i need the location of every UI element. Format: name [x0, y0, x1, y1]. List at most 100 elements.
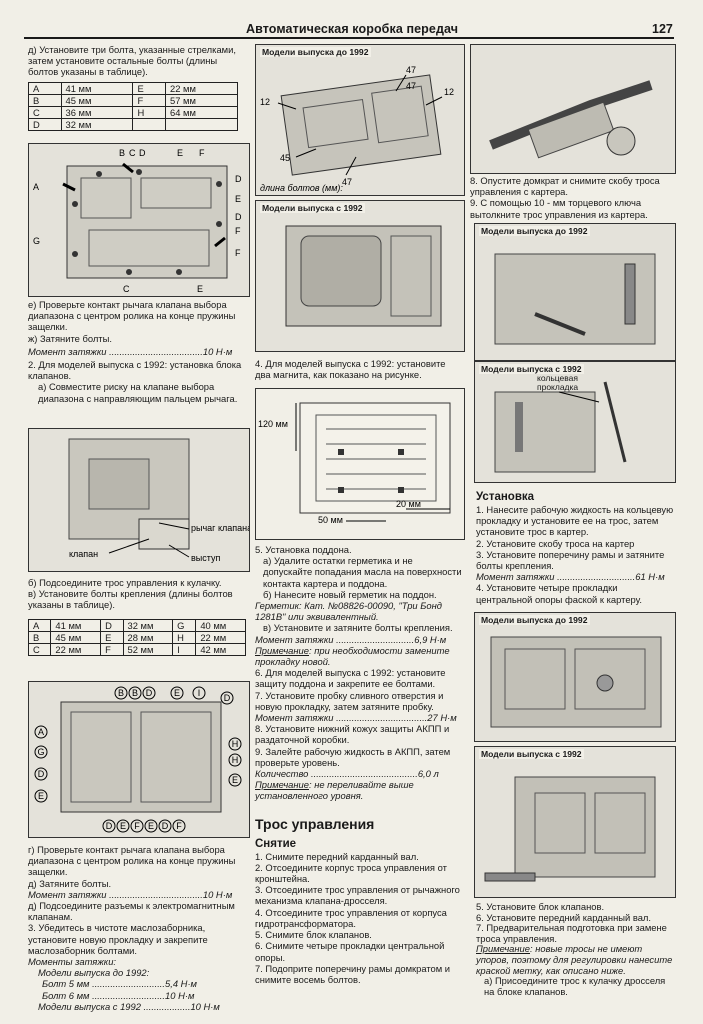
removal-step: 3. Отсоедините трос управления от рычажн… [255, 884, 460, 907]
step-5a: а) Удалите остатки герметика и не допуск… [263, 555, 462, 589]
svg-text:47: 47 [406, 81, 416, 91]
step-d3: д) Подсоедините разъемы к электромагнитн… [28, 900, 235, 923]
page-number: 127 [652, 22, 673, 36]
cable-drawing-2 [494, 381, 627, 473]
step-d: д) Установите три болта, указанные стрел… [28, 44, 236, 78]
step-3: 3. Убедитесь в чистоте маслозаборника, у… [28, 922, 208, 956]
fig-label: B [119, 148, 125, 158]
torque-line: Момент затяжки .........................… [28, 888, 233, 900]
after-step: 5. Установите блок клапанов. [476, 901, 605, 912]
subsection-title: Снятие [255, 837, 297, 850]
torque-bolt6: Болт 6 мм ............................10… [42, 989, 195, 1001]
removal-step: 5. Снимите блок клапанов. [255, 929, 372, 941]
chapter-title: Автоматическая коробка передач [246, 22, 459, 36]
fig-label: C [123, 284, 130, 294]
step-g: г) Проверьте контакт рычага клапана выбо… [28, 844, 236, 878]
torque-line: Момент затяжки .........................… [255, 633, 447, 645]
header-rule [24, 37, 674, 39]
fig-label: F [235, 226, 241, 236]
install-step: 3. Установите поперечину рамы и затяните… [476, 548, 665, 572]
install-step-4: 4. Установите четыре прокладки центральн… [476, 582, 643, 605]
step-b: б) Подсоедините трос управления к кулачк… [28, 577, 222, 588]
svg-text:F: F [176, 821, 182, 831]
torque-bolt5: Болт 5 мм ............................5,… [42, 978, 197, 990]
install-step: 2. Установите скобу троса на картер [476, 537, 635, 549]
note-1: Примечание: при необходимости замените п… [255, 644, 450, 668]
fig-label: G [33, 236, 40, 246]
note-3: Примечание: новые тросы не имеют упоров,… [476, 943, 673, 976]
removal-step: 1. Снимите передний карданный вал. [255, 850, 419, 862]
right-text-1: 8. Опустите домкрат и снимите скобу трос… [470, 175, 676, 220]
fig-label: D [235, 174, 242, 184]
fig-label: F [235, 248, 241, 258]
page-header: Автоматическая коробка передач 127 [0, 0, 703, 40]
removal-step: 4. Отсоедините трос управления от корпус… [255, 906, 447, 929]
left-text-3: б) Подсоедините трос управления к кулачк… [27, 577, 248, 656]
left-text-4: г) Проверьте контакт рычага клапана выбо… [28, 844, 248, 1012]
step-6: 6. Для моделей выпуска с 1992: установит… [255, 667, 446, 690]
fig-label: E [197, 284, 203, 294]
svg-text:20 мм: 20 мм [396, 499, 421, 509]
valve-body-drawing-3 [285, 225, 442, 327]
fig-label: F [199, 148, 205, 158]
valve-label: клапан [69, 549, 98, 559]
crossmember-drawing [489, 80, 653, 159]
svg-text:E: E [148, 821, 154, 831]
ledge-label: выступ [191, 553, 220, 563]
step-5v: в) Установите и затяните болты крепления… [263, 622, 453, 634]
table-cell: A [28, 81, 62, 95]
fig-label: D [139, 148, 146, 158]
step-d2: д) Затяните болты. [28, 877, 112, 889]
step-2: 2. Для моделей выпуска с 1992: установка… [28, 359, 242, 382]
svg-text:B: B [132, 688, 138, 698]
table-cell: 57 мм [164, 93, 239, 107]
pre1992-figure: 47 12 12 47 45 47 длина болтов (мм): Мод… [255, 44, 465, 196]
svg-text:E: E [38, 791, 44, 801]
svg-text:G: G [37, 747, 44, 757]
fig-label: E [235, 194, 241, 204]
table-cell: E [132, 81, 166, 95]
mid-text-2: 5. Установка поддона. а) Удалите остатки… [255, 544, 463, 985]
torque-since: Модели выпуска с 1992 ..................… [38, 1000, 220, 1012]
svg-text:47: 47 [406, 65, 416, 75]
step-e: е) Проверьте контакт рычага клапана выбо… [28, 299, 236, 333]
oil-pan-bolts-drawing: 47 12 12 47 45 47 длина болтов (мм): [260, 65, 454, 193]
torques-label: Моменты затяжки: [28, 956, 117, 968]
o-ring-label: кольцевая прокладка [537, 373, 579, 392]
install-step: 1. Нанесите рабочую жидкость на кольцеву… [476, 504, 674, 538]
svg-text:45: 45 [280, 153, 290, 163]
step-4: 4. Для моделей выпуска с 1992: установит… [255, 358, 446, 381]
step-5: 5. Установка поддона. [255, 544, 352, 555]
removal-step: 7. Подоприте поперечину рамы домкратом и… [255, 962, 451, 985]
torque-line: Момент затяжки .........................… [476, 571, 665, 583]
svg-text:50 мм: 50 мм [318, 515, 343, 525]
oil-pan-magnets-drawing: 120 мм 50 мм 20 мм [258, 402, 451, 525]
step-5b: б) Нанесите новый герметик на поддон. [263, 588, 437, 600]
cable-since1992-figure: Модели выпуска с 1992 кольцевая прокладк… [474, 361, 676, 483]
table-cell [132, 117, 166, 131]
right-text-2: Установка 1. Нанесите рабочую жидкость н… [476, 490, 676, 605]
svg-text:H: H [232, 755, 239, 765]
step-8r: 8. Опустите домкрат и снимите скобу трос… [470, 175, 660, 198]
valve-body-since1992-figure: Модели выпуска с 1992 [474, 746, 676, 898]
valve-body-pre1992-figure: Модели выпуска до 1992 [474, 612, 676, 742]
svg-text:длина болтов (мм):: длина болтов (мм): [260, 183, 343, 193]
note-2: Примечание: не переливайте выше установл… [255, 779, 414, 802]
valve-body-drawing-4 [490, 636, 662, 728]
valve-body-drawing: B C D E F A D E D F G E C F [33, 148, 242, 294]
table-cell: 64 мм [164, 105, 239, 119]
svg-text:47: 47 [342, 177, 352, 187]
valve-body-figure-1: B C D E F A D E D F G E C F [28, 143, 250, 297]
step-a-right: а) Присоедините трос к кулачку дросселя … [484, 975, 666, 997]
table-cell: B [28, 93, 62, 107]
crossmember-figure [470, 44, 676, 174]
